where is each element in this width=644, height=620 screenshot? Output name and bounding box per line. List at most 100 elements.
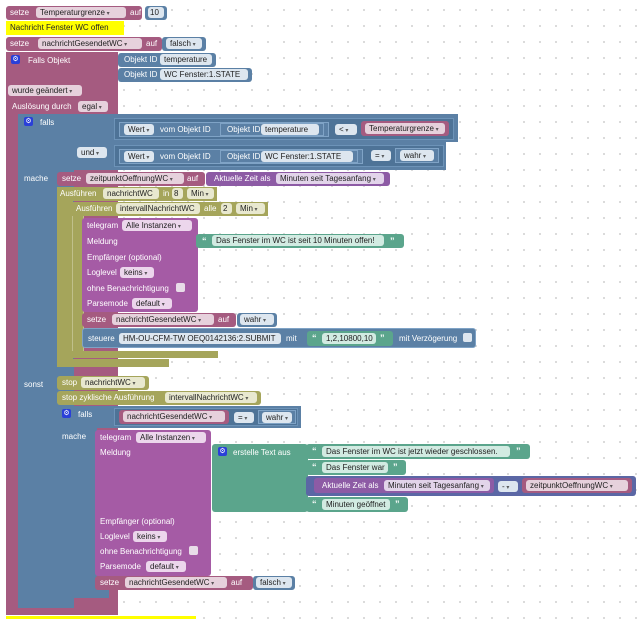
object-id-block[interactable]: Objekt ID WC Fenster:1.STATE xyxy=(220,150,358,163)
boolean-block[interactable]: wahr xyxy=(258,410,296,424)
variable-get-block[interactable]: nachrichtGesendetWC xyxy=(119,410,229,424)
boolean-block[interactable]: falsch xyxy=(162,37,206,51)
compare-block-1[interactable]: Wert vom Objekt ID Objekt ID temperature… xyxy=(114,118,454,140)
instance-dropdown[interactable]: Alle Instanzen xyxy=(122,220,192,231)
object-id-block[interactable]: Objekt ID temperature xyxy=(220,123,324,136)
compare-block[interactable]: nachrichtGesendetWC = wahr xyxy=(114,408,298,426)
value-dropdown[interactable]: Wert xyxy=(124,151,154,162)
set-message-sent-false-block[interactable]: setze nachrichtGesendetWC auf xyxy=(95,576,253,590)
variable-dropdown[interactable]: nachrichtGesendetWC xyxy=(125,577,227,588)
stop-timeout-block[interactable]: stop nachrichtWC xyxy=(57,376,149,390)
operator-dropdown[interactable]: = xyxy=(234,412,254,423)
silent-checkbox[interactable] xyxy=(176,283,185,292)
text-item-1[interactable]: “ Das Fenster im WC ist jetzt wieder ges… xyxy=(306,444,530,459)
comment-text[interactable]: Nachricht Fenster WC offen xyxy=(10,23,109,32)
object-id-field[interactable]: WC Fenster:1.STATE xyxy=(261,151,353,162)
text-field[interactable]: Das Fenster im WC ist jetzt wieder gesch… xyxy=(322,446,510,457)
delay-checkbox[interactable] xyxy=(463,333,472,342)
boolean-dropdown[interactable]: falsch xyxy=(256,577,292,588)
and-dropdown[interactable]: und xyxy=(77,147,107,158)
set-open-time-block[interactable]: setze zeitpunktOeffnungWC auf xyxy=(57,172,205,186)
gear-icon[interactable]: ⚙ xyxy=(218,447,227,456)
text-field[interactable]: Minuten geöffnet xyxy=(322,499,390,510)
create-text-block[interactable]: ⚙ erstelle Text aus xyxy=(212,444,308,512)
variable-get-block[interactable]: zeitpunktOeffnungWC xyxy=(522,478,632,493)
timeout-unit-dropdown[interactable]: Min xyxy=(187,188,214,199)
object-id-field[interactable]: temperature xyxy=(261,124,319,135)
number-block[interactable]: 10 xyxy=(145,6,167,20)
number-field[interactable]: 10 xyxy=(148,7,164,18)
arithmetic-block[interactable]: Aktuelle Zeit als Minuten seit Tagesanfa… xyxy=(306,476,636,496)
boolean-dropdown[interactable]: wahr xyxy=(400,150,434,161)
trigger-label: Falls Objekt xyxy=(28,56,71,65)
control-block[interactable]: steuere HM-OU-CFM-TW OEQ0142136:2.SUBMIT… xyxy=(82,328,476,348)
operator-dropdown[interactable]: = xyxy=(371,150,391,161)
text-field[interactable]: Das Fenster im WC ist seit 10 Minuten of… xyxy=(212,235,384,246)
object-id-block-1[interactable]: Objekt ID temperature xyxy=(118,53,216,67)
boolean-dropdown[interactable]: wahr xyxy=(262,412,292,423)
instance-dropdown[interactable]: Alle Instanzen xyxy=(136,432,206,443)
current-time-block[interactable]: Aktuelle Zeit als Minuten seit Tagesanfa… xyxy=(206,172,390,186)
parsemode-dropdown[interactable]: default xyxy=(146,561,186,572)
get-value-block[interactable]: Wert vom Objekt ID Objekt ID temperature xyxy=(119,122,329,137)
in-label: in xyxy=(163,189,170,198)
text-field[interactable]: 1,2,10800,10 xyxy=(322,333,376,344)
text-field[interactable]: Das Fenster war xyxy=(322,462,388,473)
variable-dropdown[interactable]: zeitpunktOeffnungWC xyxy=(526,480,628,491)
object-id-field[interactable]: WC Fenster:1.STATE xyxy=(160,69,248,80)
set-message-sent-true-block[interactable]: setze nachrichtGesendetWC auf xyxy=(82,313,236,327)
silent-checkbox[interactable] xyxy=(189,546,198,555)
condition-dropdown[interactable]: wurde geändert xyxy=(8,85,82,96)
compare-block-2[interactable]: Wert vom Objekt ID Objekt ID WC Fenster:… xyxy=(114,145,444,167)
time-format-dropdown[interactable]: Minuten seit Tagesanfang xyxy=(276,173,384,184)
boolean-dropdown[interactable]: falsch xyxy=(166,38,202,49)
object-id-field[interactable]: temperature xyxy=(160,54,212,65)
stop-interval-block[interactable]: stop zyklische Ausführung intervallNachr… xyxy=(57,391,261,405)
operator-dropdown[interactable]: - xyxy=(498,481,518,492)
variable-dropdown[interactable]: zeitpunktOeffnungWC xyxy=(86,173,184,184)
boolean-block[interactable]: wahr xyxy=(237,313,277,327)
loglevel-dropdown[interactable]: keins xyxy=(120,267,154,278)
interval-name-field[interactable]: intervallNachrichtWC xyxy=(116,203,200,214)
variable-dropdown[interactable]: Temperaturgrenze xyxy=(36,7,126,18)
variable-dropdown[interactable]: nachrichtGesendetWC xyxy=(123,411,225,422)
variable-dropdown[interactable]: nachrichtGesendetWC xyxy=(38,38,142,49)
set-message-sent-block[interactable]: setze nachrichtGesendetWC auf xyxy=(6,37,162,51)
interval-name-dropdown[interactable]: intervallNachrichtWC xyxy=(165,392,257,403)
open-quote-icon: “ xyxy=(312,499,317,509)
set-temperature-limit-block[interactable]: setze Temperaturgrenze auf xyxy=(6,6,142,20)
timeout-value-field[interactable]: 8 xyxy=(172,188,183,199)
text-block[interactable]: “ 1,2,10800,10 ” xyxy=(307,331,393,346)
comment-block[interactable]: Nachricht Fenster WC offen xyxy=(6,21,124,35)
loglevel-dropdown[interactable]: keins xyxy=(133,531,167,542)
operator-dropdown[interactable]: < xyxy=(335,124,357,135)
variable-dropdown[interactable]: nachrichtGesendetWC xyxy=(112,314,214,325)
object-id-block-2[interactable]: Objekt ID WC Fenster:1.STATE xyxy=(118,68,252,82)
trigger-by-dropdown[interactable]: egal xyxy=(78,101,108,112)
gear-icon[interactable]: ⚙ xyxy=(24,117,33,126)
inner-if-block[interactable] xyxy=(57,406,97,598)
variable-dropdown[interactable]: Temperaturgrenze xyxy=(365,123,445,134)
gear-icon[interactable]: ⚙ xyxy=(11,55,20,64)
boolean-block[interactable]: wahr xyxy=(395,148,439,163)
telegram-block-1[interactable]: telegram Alle Instanzen Meldung Empfänge… xyxy=(82,218,198,312)
text-item-2[interactable]: “ Das Fenster war ” xyxy=(306,460,406,475)
boolean-dropdown[interactable]: wahr xyxy=(240,314,274,325)
gear-icon[interactable]: ⚙ xyxy=(62,409,71,418)
variable-get-block[interactable]: Temperaturgrenze xyxy=(361,121,449,136)
interval-value-field[interactable]: 2 xyxy=(221,203,232,214)
current-time-block[interactable]: Aktuelle Zeit als Minuten seit Tagesanfa… xyxy=(314,478,494,493)
text-block[interactable]: “ Das Fenster im WC ist seit 10 Minuten … xyxy=(196,234,404,248)
boolean-block[interactable]: falsch xyxy=(253,576,295,590)
timeout-block[interactable] xyxy=(57,187,73,367)
telegram-block-2[interactable]: telegram Alle Instanzen Meldung Empfänge… xyxy=(95,430,211,576)
time-format-dropdown[interactable]: Minuten seit Tagesanfang xyxy=(384,480,490,491)
get-value-block[interactable]: Wert vom Objekt ID Objekt ID WC Fenster:… xyxy=(119,149,363,164)
text-item-3[interactable]: “ Minuten geöffnet ” xyxy=(306,497,408,512)
value-dropdown[interactable]: Wert xyxy=(124,124,154,135)
interval-unit-dropdown[interactable]: Min xyxy=(236,203,265,214)
control-object-id-field[interactable]: HM-OU-CFM-TW OEQ0142136:2.SUBMIT xyxy=(119,333,281,344)
parsemode-dropdown[interactable]: default xyxy=(132,298,172,309)
timeout-name-dropdown[interactable]: nachrichtWC xyxy=(81,377,145,388)
timeout-name-field[interactable]: nachrichtWC xyxy=(103,188,159,199)
